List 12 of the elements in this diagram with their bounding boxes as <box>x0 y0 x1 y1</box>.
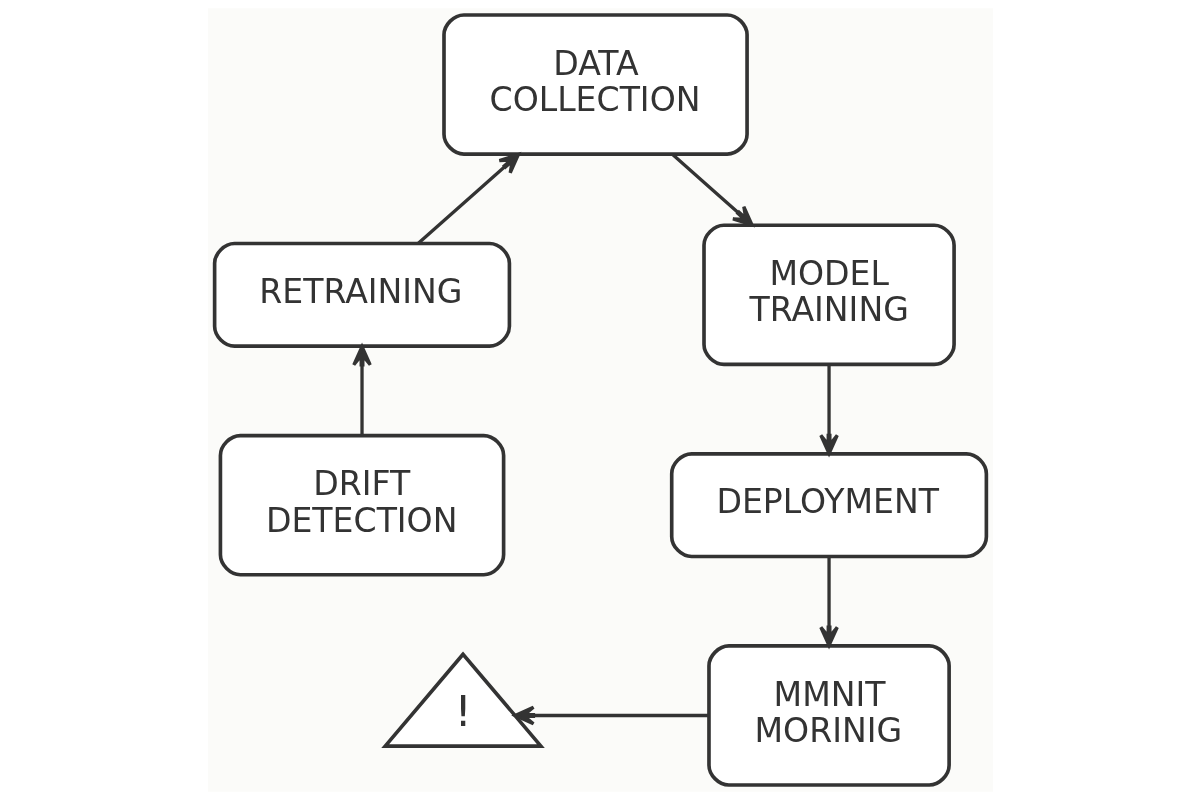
arrow <box>818 556 839 648</box>
arrow <box>416 152 520 245</box>
node-box: DATA COLLECTION <box>441 13 749 156</box>
arrow <box>818 364 839 456</box>
arrow <box>351 344 372 436</box>
node-box: MODEL TRAINING <box>701 223 956 367</box>
node-box: MMNIT MORINIG <box>706 644 951 787</box>
node-box: RETRAINING <box>212 241 511 348</box>
node-box: DRIFT DETECTION <box>218 433 505 577</box>
arrow <box>671 153 754 227</box>
node-box: DEPLOYMENT <box>669 452 988 559</box>
arrow <box>513 705 709 726</box>
